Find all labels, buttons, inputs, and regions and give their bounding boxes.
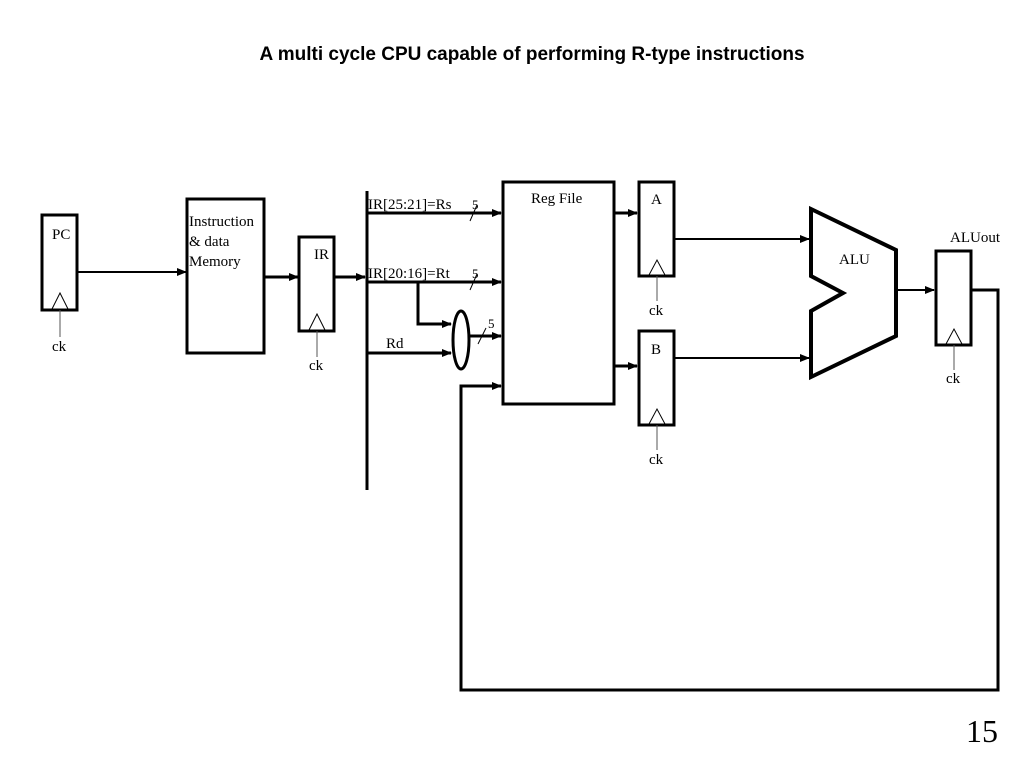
aluout-writeback-wire bbox=[459, 288, 1000, 692]
rs-wire: IR[25:21]=Rs 5 bbox=[367, 197, 502, 222]
b-register: B ck bbox=[637, 329, 676, 468]
instruction-data-memory: Instruction & data Memory bbox=[185, 197, 266, 355]
pc-label: PC bbox=[52, 227, 70, 243]
memory-label-line1: Instruction bbox=[189, 214, 254, 230]
clock-triangle-icon bbox=[308, 312, 326, 331]
a-clock-label: ck bbox=[649, 303, 664, 319]
clock-triangle-icon bbox=[648, 407, 666, 425]
mux-width-label: 5 bbox=[488, 316, 495, 331]
ir-clock-label: ck bbox=[309, 358, 324, 374]
memory-label-line3: Memory bbox=[189, 254, 241, 270]
a-register: A ck bbox=[637, 180, 676, 319]
alu: ALU bbox=[809, 205, 898, 381]
clock-triangle-icon bbox=[945, 327, 963, 345]
rs-label: IR[25:21]=Rs bbox=[368, 197, 452, 213]
rt-wire: IR[20:16]=Rt 5 bbox=[367, 266, 502, 291]
register-file: Reg File bbox=[501, 180, 616, 406]
b-clock-label: ck bbox=[649, 452, 664, 468]
clock-triangle-icon bbox=[51, 291, 69, 310]
rt-width-label: 5 bbox=[472, 266, 479, 281]
page-number: 15 bbox=[966, 713, 998, 749]
register-dest-mux bbox=[451, 309, 471, 371]
regfile-label: Reg File bbox=[531, 191, 583, 207]
ir-label: IR bbox=[314, 247, 329, 263]
mux-to-regfile-wire: 5 bbox=[469, 316, 502, 345]
ir-register: IR ck bbox=[297, 235, 336, 374]
clock-triangle-icon bbox=[648, 258, 666, 276]
rt-to-mux-wire bbox=[416, 282, 452, 328]
pc-register: PC ck bbox=[40, 213, 79, 355]
pc-clock-label: ck bbox=[52, 339, 67, 355]
rd-label: Rd bbox=[386, 336, 404, 352]
alu-label: ALU bbox=[839, 252, 870, 268]
b-label: B bbox=[651, 342, 661, 358]
memory-label-line2: & data bbox=[189, 234, 230, 250]
rt-label: IR[20:16]=Rt bbox=[368, 266, 451, 282]
aluout-register: ALUout ck bbox=[934, 230, 1001, 387]
rd-wire: Rd bbox=[367, 336, 452, 357]
aluout-clock-label: ck bbox=[946, 371, 961, 387]
slide-title: A multi cycle CPU capable of performing … bbox=[259, 44, 805, 65]
rs-width-label: 5 bbox=[472, 197, 479, 212]
a-label: A bbox=[651, 192, 662, 208]
aluout-label: ALUout bbox=[950, 230, 1001, 246]
